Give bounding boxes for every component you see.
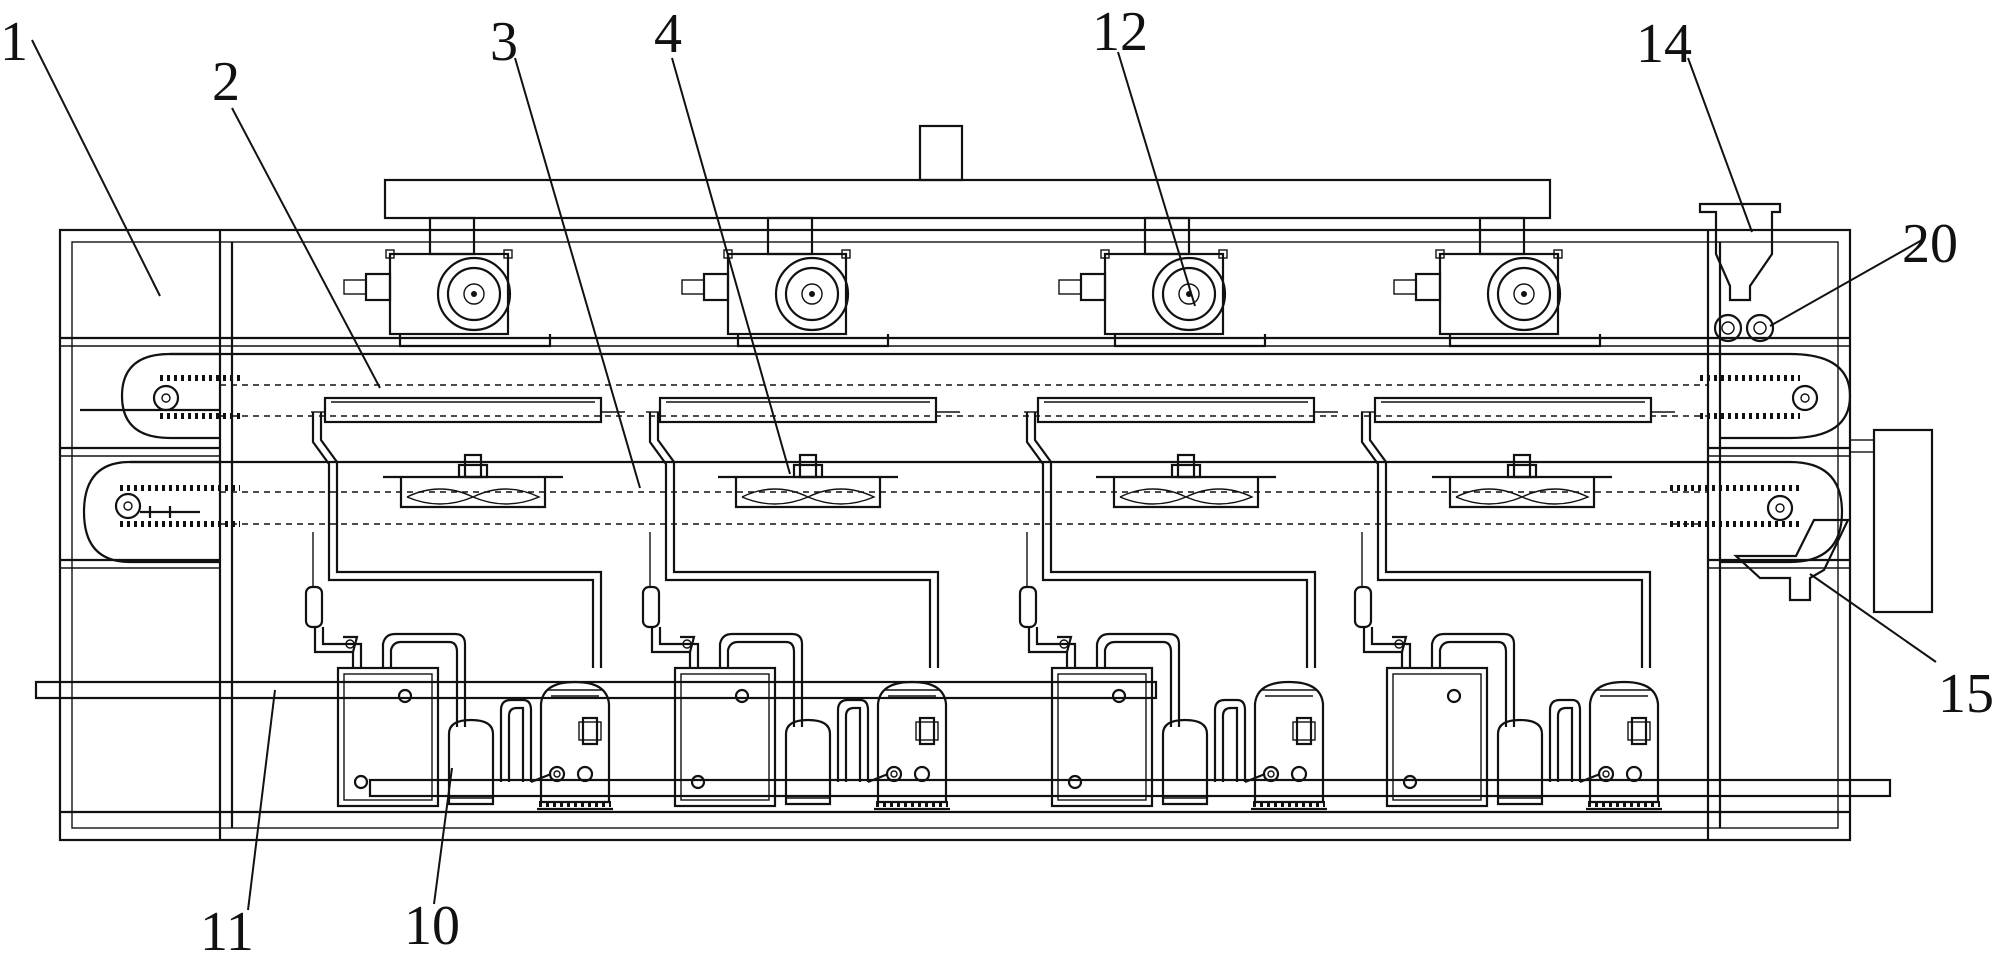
refrigeration-units xyxy=(306,412,1662,809)
label-1: 1 xyxy=(0,11,28,73)
label-12: 12 xyxy=(1092,1,1148,63)
label-11: 11 xyxy=(200,901,254,960)
label-20: 20 xyxy=(1902,213,1958,275)
lower-conveyor xyxy=(82,460,1844,564)
label-15: 15 xyxy=(1938,663,1994,725)
side-cabinet xyxy=(1849,428,1934,614)
cooling-pipes xyxy=(34,680,1892,798)
evaporator-trays xyxy=(309,396,1677,424)
discharge-chute xyxy=(1733,518,1850,602)
label-2: 2 xyxy=(212,51,240,113)
label-4: 4 xyxy=(654,3,682,65)
leader-lines xyxy=(31,39,1937,911)
feed-hopper xyxy=(1698,202,1782,302)
frame xyxy=(58,228,1852,842)
label-3: 3 xyxy=(490,11,518,73)
upper-conveyor xyxy=(120,352,1852,440)
blower-units xyxy=(342,216,1602,348)
label-10: 10 xyxy=(404,895,460,957)
top-air-duct xyxy=(383,124,1552,220)
label-14: 14 xyxy=(1636,13,1692,75)
press-rollers xyxy=(1713,313,1775,343)
